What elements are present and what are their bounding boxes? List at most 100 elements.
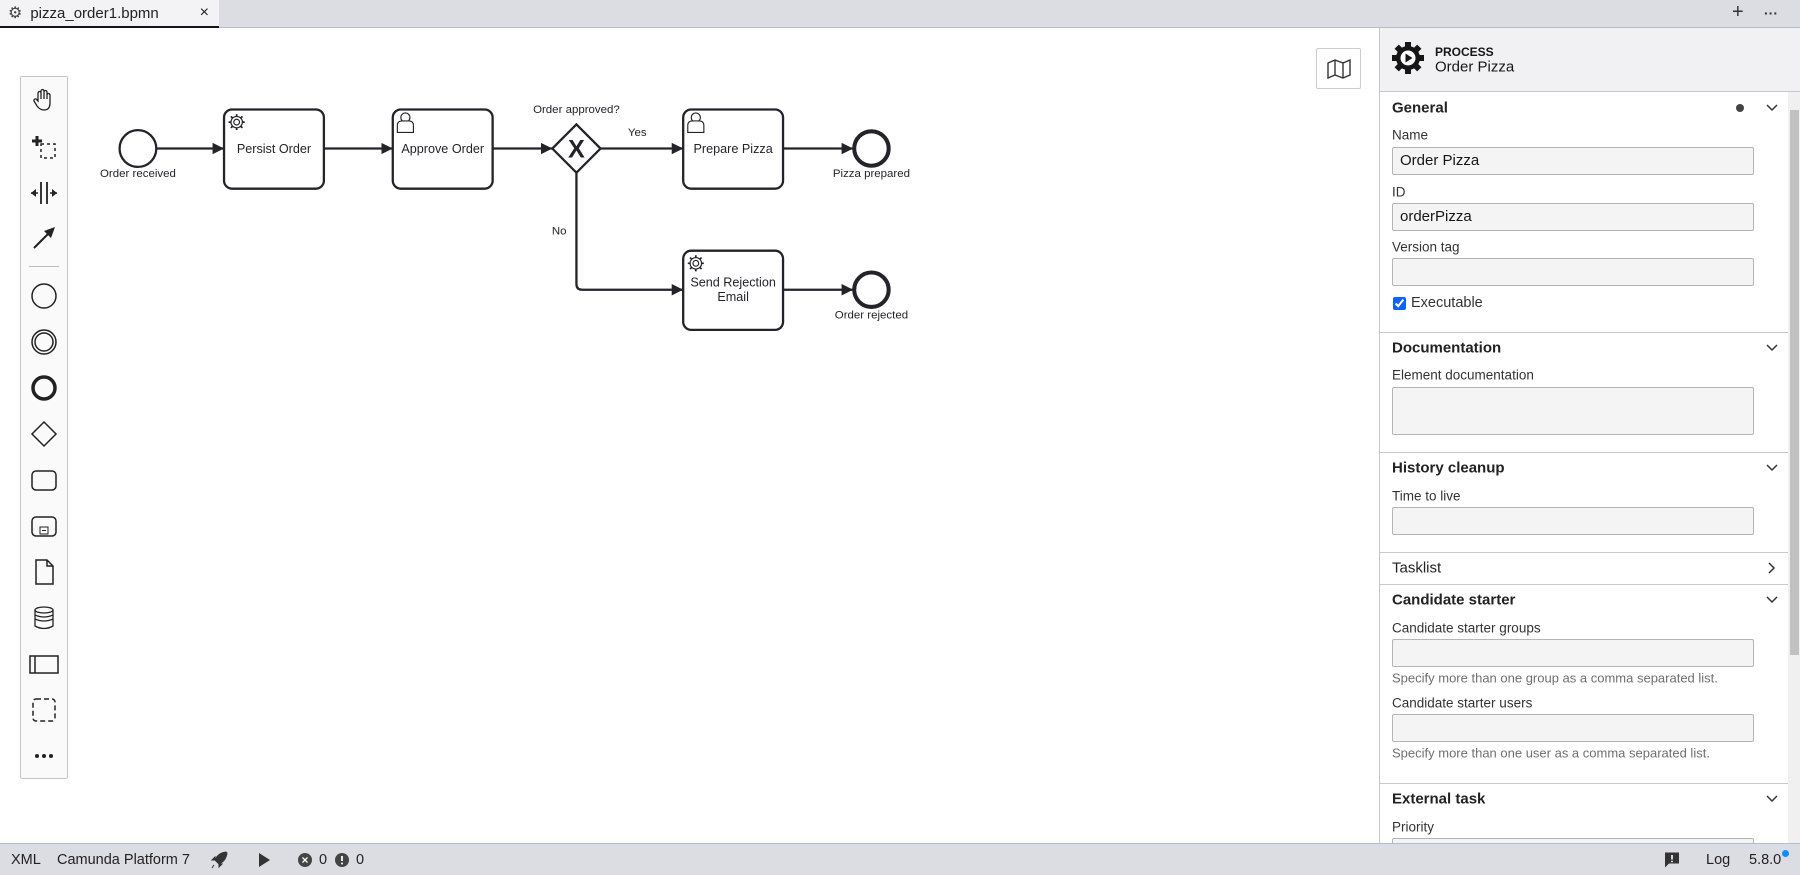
end-event-label: Pizza prepared (833, 168, 910, 180)
chevron-down-icon[interactable] (1765, 794, 1779, 804)
name-input[interactable]: Order Pizza (1392, 147, 1754, 175)
execution-platform-button[interactable]: Camunda Platform 7 (57, 851, 190, 868)
participant-icon[interactable] (29, 649, 59, 679)
scrollbar-thumb[interactable] (1790, 110, 1799, 655)
play-run-icon[interactable] (257, 852, 271, 868)
svg-text:X: X (568, 136, 585, 164)
id-input[interactable]: orderPizza (1392, 203, 1754, 231)
process-icon (1392, 42, 1424, 74)
gateway-icon[interactable] (29, 419, 59, 449)
warning-count: 0 (356, 851, 365, 868)
priority-input[interactable] (1392, 838, 1754, 843)
flow-no (575, 172, 684, 296)
start-event (118, 129, 158, 169)
data-object-icon[interactable] (29, 557, 59, 587)
section-divider (1380, 552, 1788, 553)
space-tool-icon[interactable] (29, 178, 59, 208)
time-to-live-input[interactable] (1392, 507, 1754, 535)
more-tools-icon[interactable] (29, 741, 59, 771)
error-icon[interactable] (298, 852, 312, 867)
version-tag-input[interactable] (1392, 258, 1754, 286)
bpmn-diagram: Order received Persist Order Approve Ord… (100, 104, 910, 332)
candidate-groups-input[interactable] (1392, 639, 1754, 667)
time-to-live-label: Time to live (1392, 488, 1461, 504)
palette-separator (29, 266, 59, 267)
update-indicator-dot (1782, 850, 1789, 857)
end-event-icon[interactable] (29, 373, 59, 403)
section-documentation-title[interactable]: Documentation (1392, 339, 1502, 357)
section-divider (1380, 452, 1788, 453)
candidate-groups-label: Candidate starter groups (1392, 620, 1541, 636)
section-candidate-title[interactable]: Candidate starter (1392, 591, 1516, 609)
priority-label: Priority (1392, 819, 1435, 835)
more-icon[interactable]: ··· (1764, 5, 1778, 21)
candidate-users-label: Candidate starter users (1392, 695, 1533, 711)
status-bar: XML Camunda Platform 7 0 0 Log 5.8.0 (0, 843, 1800, 875)
diagram-canvas[interactable]: Order received Persist Order Approve Ord… (0, 28, 1379, 843)
chevron-down-icon[interactable] (1765, 103, 1779, 113)
tool-palette (20, 76, 68, 779)
tab-title: pizza_order1.bpmn (30, 4, 159, 22)
svg-text:Send Rejection: Send Rejection (690, 275, 776, 289)
svg-text:Prepare Pizza: Prepare Pizza (694, 142, 774, 156)
id-label: ID (1392, 184, 1406, 200)
task-prepare-pizza: Prepare Pizza (682, 108, 785, 190)
candidate-users-hint: Specify more than one user as a comma se… (1392, 745, 1710, 761)
lasso-tool-icon[interactable] (29, 132, 59, 162)
exclusive-gateway: X (550, 122, 603, 175)
connect-tool-icon[interactable] (29, 223, 59, 253)
chevron-down-icon[interactable] (1765, 595, 1779, 605)
subprocess-icon[interactable] (29, 511, 59, 541)
end-event-label: Order rejected (835, 309, 908, 321)
start-event-label: Order received (100, 168, 176, 180)
chevron-right-icon[interactable] (1765, 561, 1779, 575)
documentation-textarea[interactable] (1392, 387, 1754, 435)
svg-text:Persist Order: Persist Order (237, 142, 311, 156)
gateway-label: Order approved? (533, 104, 620, 116)
candidate-groups-hint: Specify more than one group as a comma s… (1392, 670, 1718, 686)
start-event-icon[interactable] (29, 281, 59, 311)
section-general-title[interactable]: General (1392, 99, 1448, 117)
map-icon (1326, 58, 1351, 79)
version-button[interactable]: 5.8.0 (1749, 851, 1782, 868)
feedback-icon[interactable] (1664, 851, 1680, 868)
warning-icon[interactable] (335, 852, 349, 867)
element-type: PROCESS (1435, 45, 1494, 59)
xml-button[interactable]: XML (11, 851, 41, 868)
intermediate-event-icon[interactable] (29, 327, 59, 357)
section-divider (1380, 584, 1788, 585)
section-external-task-title[interactable]: External task (1392, 790, 1486, 808)
gear-icon: ⚙ (8, 5, 23, 22)
flow-yes-label: Yes (628, 127, 647, 139)
error-count: 0 (319, 851, 328, 868)
name-label: Name (1392, 127, 1429, 143)
task-approve-order: Approve Order (391, 108, 494, 190)
executable-checkbox[interactable] (1393, 297, 1406, 310)
chevron-down-icon[interactable] (1765, 463, 1779, 473)
element-documentation-label: Element documentation (1392, 367, 1534, 383)
svg-text:Email: Email (717, 290, 749, 304)
section-divider (1380, 783, 1788, 784)
rocket-deploy-icon[interactable] (209, 850, 229, 870)
candidate-users-input[interactable] (1392, 714, 1754, 742)
add-tab-button[interactable]: + (1732, 1, 1744, 23)
section-history-title[interactable]: History cleanup (1392, 459, 1505, 477)
group-icon[interactable] (29, 695, 59, 725)
tab-pizza-order[interactable]: ⚙ pizza_order1.bpmn × (0, 0, 219, 28)
end-event-rejected (852, 270, 891, 309)
section-tasklist-title[interactable]: Tasklist (1392, 559, 1442, 577)
properties-header: PROCESS Order Pizza (1380, 28, 1800, 92)
section-divider (1380, 332, 1788, 333)
end-event-prepared (852, 129, 891, 168)
task-icon[interactable] (29, 465, 59, 495)
log-button[interactable]: Log (1706, 851, 1731, 868)
hand-tool-icon[interactable] (29, 85, 59, 115)
chevron-down-icon[interactable] (1765, 343, 1779, 353)
element-name: Order Pizza (1435, 58, 1515, 76)
data-store-icon[interactable] (29, 603, 59, 633)
close-icon[interactable]: × (199, 4, 209, 21)
minimap-toggle-button[interactable] (1316, 48, 1361, 89)
properties-panel: PROCESS Order Pizza General Name Order P… (1379, 28, 1800, 843)
properties-scrollbar[interactable] (1788, 92, 1800, 843)
